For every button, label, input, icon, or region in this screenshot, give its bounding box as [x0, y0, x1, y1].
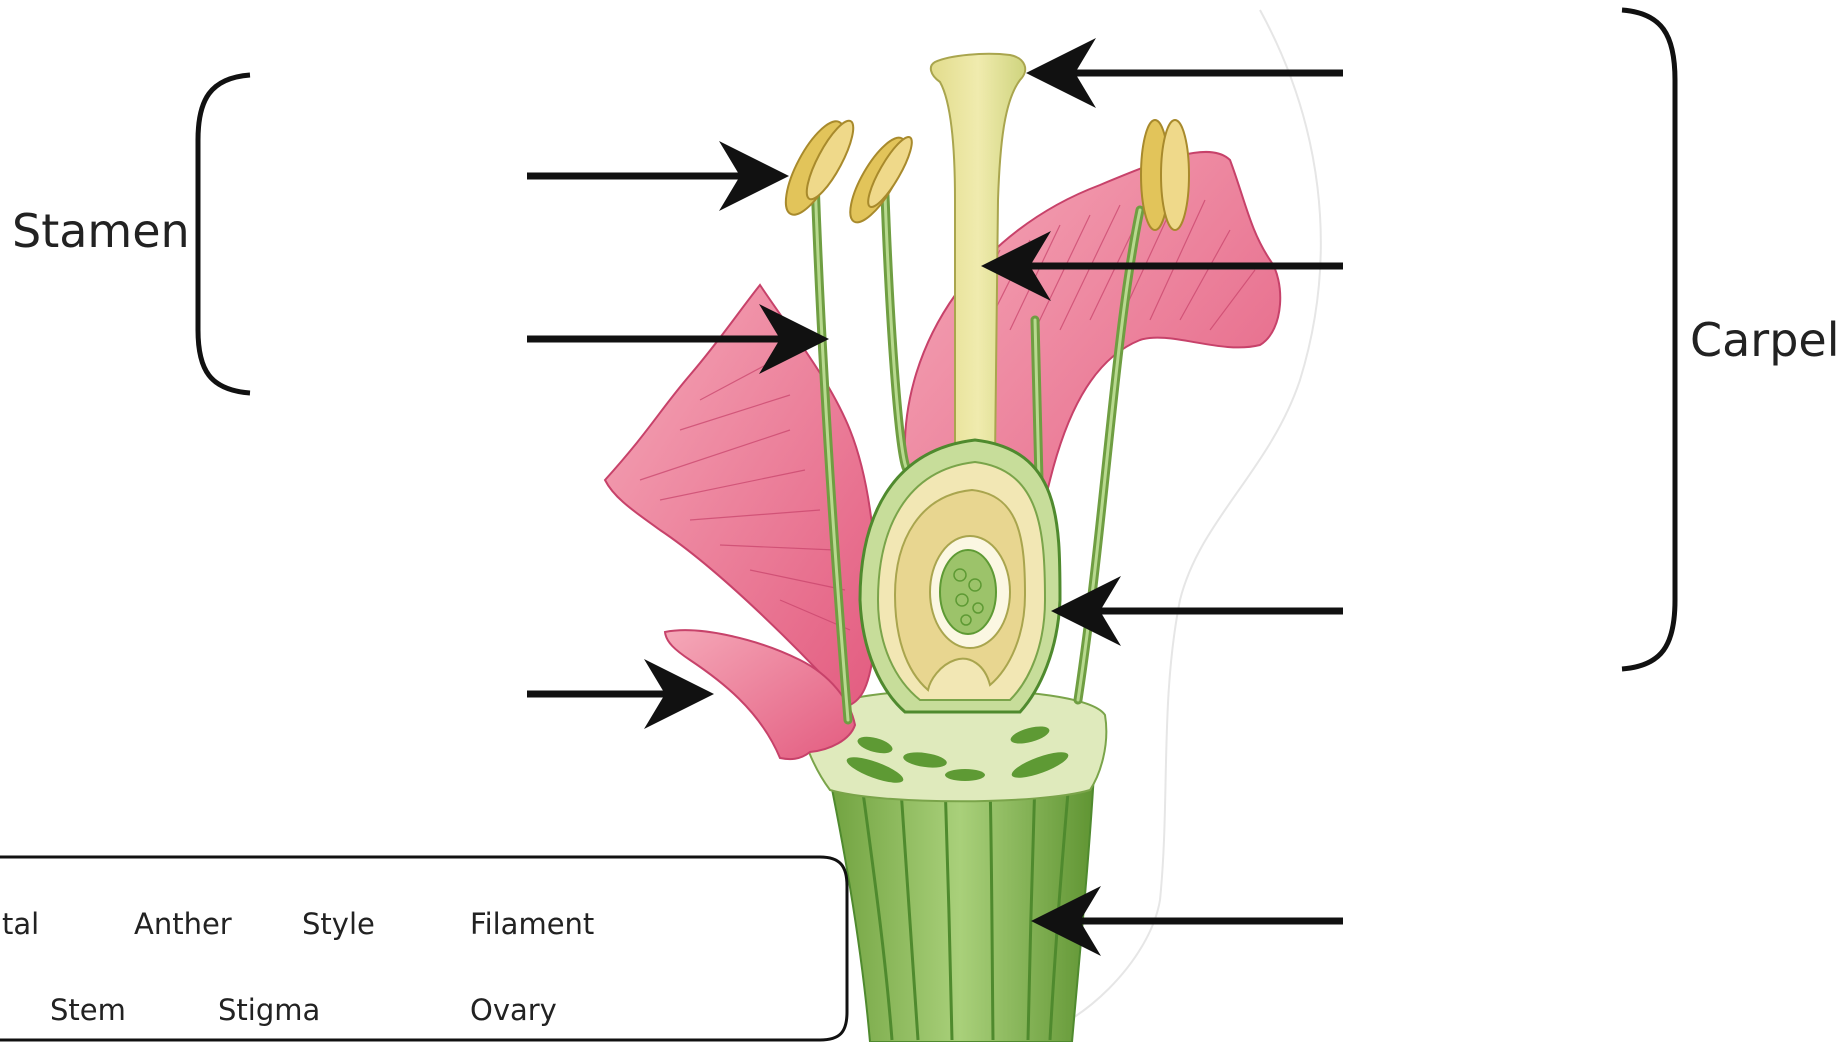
- word-bank-border: [0, 857, 847, 1040]
- stamen-label: Stamen: [12, 204, 190, 258]
- word-bank-term: Anther: [134, 907, 232, 941]
- carpel-label: Carpel: [1690, 313, 1840, 367]
- word-bank: tal Anther Style Filament Stem Stigma Ov…: [0, 857, 847, 1040]
- word-bank-term: Ovary: [470, 993, 557, 1027]
- carpel-bracket: [1622, 10, 1675, 669]
- word-bank-term: tal: [2, 907, 39, 941]
- word-bank-term: Stem: [50, 993, 126, 1027]
- word-bank-term: Stigma: [218, 993, 320, 1027]
- stamen-bracket: [198, 75, 250, 393]
- word-bank-term: Filament: [470, 907, 594, 941]
- ovary-illustration: [860, 440, 1060, 712]
- word-bank-term: Style: [302, 907, 375, 941]
